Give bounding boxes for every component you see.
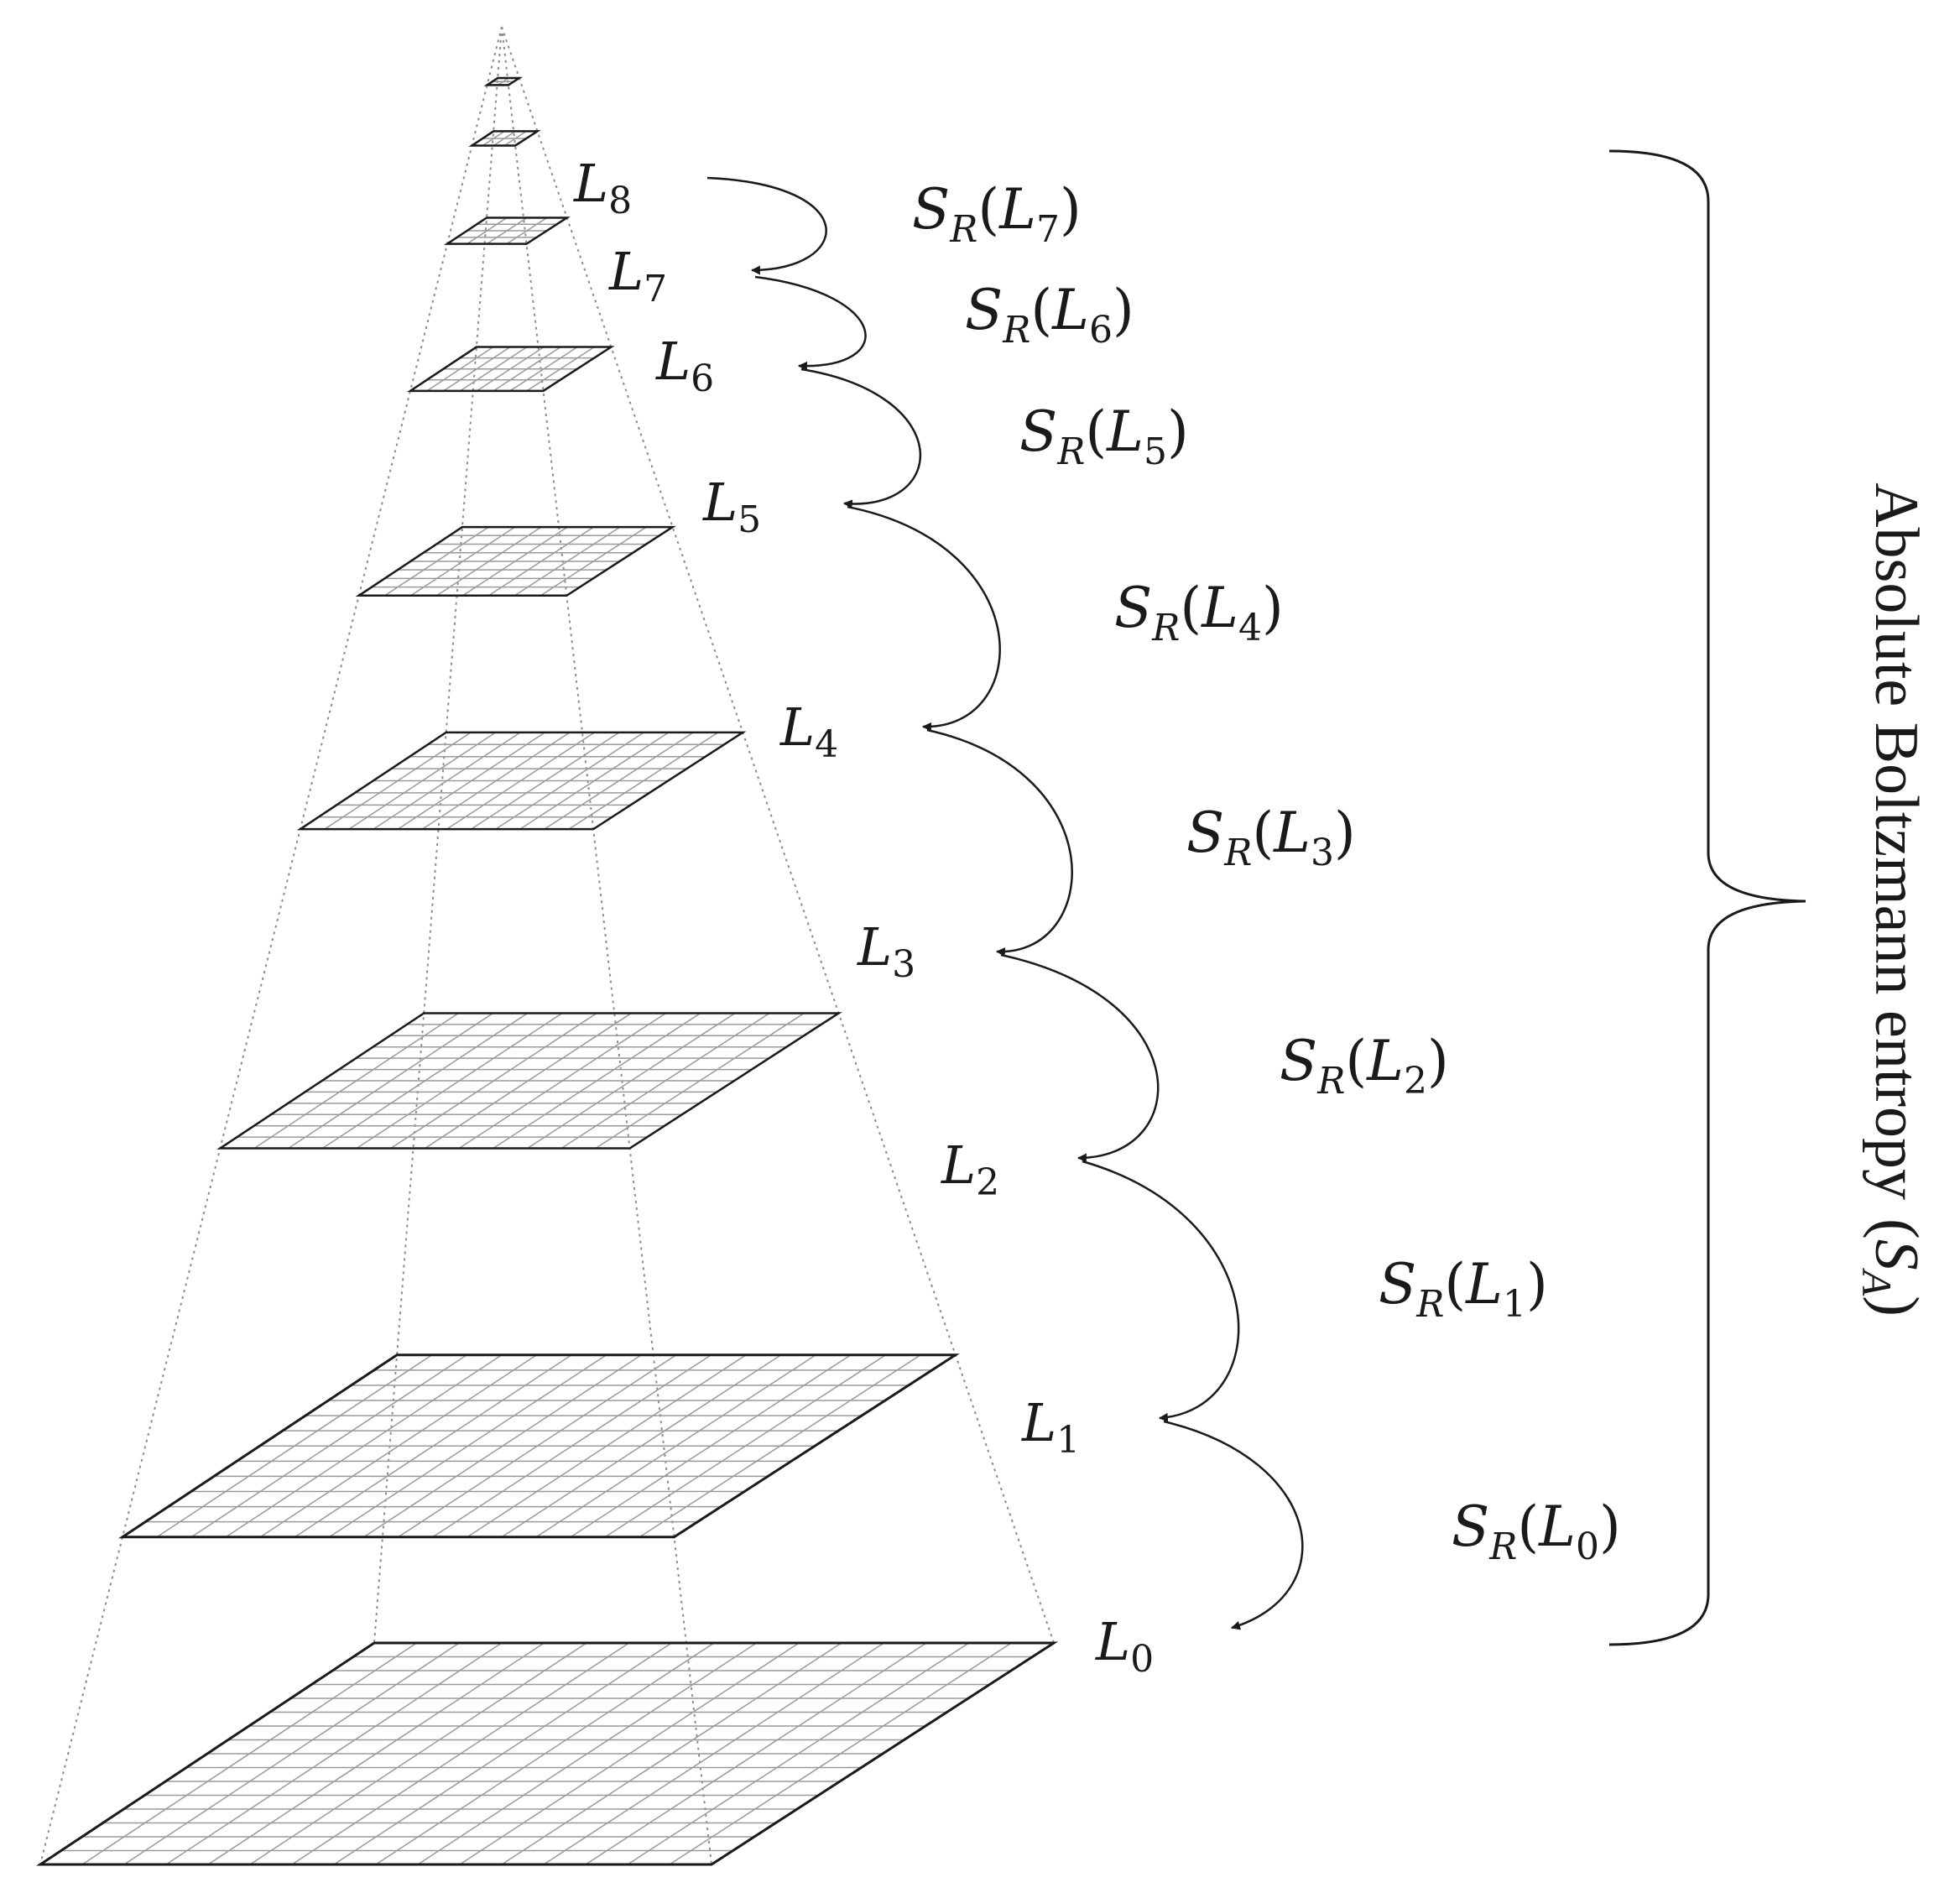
layer-l6-outline [443, 216, 571, 245]
transition-arrows [706, 176, 1304, 1630]
level-label-l0: L0 [1095, 1611, 1154, 1681]
level-label-l7: L7 [608, 241, 667, 310]
layer-l1 [118, 1353, 960, 1539]
layer-l8-outline [483, 76, 524, 86]
level-labels: L0 L1 L2 L3 L4 L5 L6 L7 L8 [573, 153, 1154, 1681]
guide-line-back-left [373, 26, 503, 1644]
level-label-l5: L5 [702, 472, 761, 541]
layer-l1-outline [118, 1353, 960, 1539]
layer-l4-outline [355, 525, 676, 597]
layer-l3-outline [296, 731, 747, 831]
relative-entropy-label-l6: SR(L6) [965, 278, 1134, 352]
arrow-l7-to-l6 [754, 275, 867, 371]
relative-entropy-label-l2: SR(L2) [1280, 1029, 1449, 1103]
layer-l8 [483, 76, 524, 86]
level-label-l6: L6 [655, 331, 714, 400]
layer-l5-outline [406, 346, 615, 393]
level-label-l1: L1 [1021, 1392, 1080, 1462]
guide-line-front-right [501, 26, 712, 1865]
level-label-l4: L4 [779, 696, 838, 766]
layer-l7-outline [468, 130, 541, 147]
relative-entropy-label-l0: SR(L0) [1452, 1494, 1621, 1568]
pyramid-layers [36, 76, 1059, 1866]
level-label-l3: L3 [857, 916, 915, 986]
relative-entropy-label-l4: SR(L4) [1114, 576, 1284, 649]
arrow-l5-to-l4 [847, 505, 1001, 732]
relative-entropy-label-l1: SR(L1) [1379, 1252, 1548, 1326]
layer-l2 [216, 1012, 842, 1150]
relative-entropy-labels: SR(L0) SR(L1) SR(L2) SR(L3) SR(L4) SR(L5… [912, 177, 1621, 1568]
pyramid-guide-lines [39, 26, 1055, 1865]
arrow-l3-to-l2 [1000, 953, 1160, 1163]
arrow-l1-to-l0 [1163, 1420, 1304, 1630]
absolute-entropy-brace [1608, 149, 1806, 1646]
layer-l0-outline [36, 1641, 1059, 1866]
guide-line-back-right [501, 26, 1055, 1644]
arrow-l2-to-l1 [1082, 1160, 1240, 1422]
arrow-l6-to-l5 [800, 368, 922, 509]
layer-l0 [36, 1641, 1059, 1866]
arrow-l8-to-l7 [706, 176, 827, 275]
level-label-l2: L2 [941, 1134, 999, 1204]
relative-entropy-label-l3: SR(L3) [1186, 800, 1356, 874]
layer-l7 [468, 130, 541, 147]
guide-line-front-left [39, 26, 503, 1865]
layer-l2-outline [216, 1012, 842, 1150]
absolute-entropy-label: Absolute Boltzmann entropy(SA) [1853, 482, 1931, 1317]
layer-l3 [296, 731, 747, 831]
layer-l6 [443, 216, 571, 245]
level-label-l8: L8 [573, 153, 632, 222]
relative-entropy-label-l7: SR(L7) [912, 177, 1082, 251]
relative-entropy-label-l5: SR(L5) [1019, 399, 1189, 473]
arrow-l4-to-l3 [926, 728, 1073, 957]
layer-l4 [355, 525, 676, 597]
layer-l5 [406, 346, 615, 393]
